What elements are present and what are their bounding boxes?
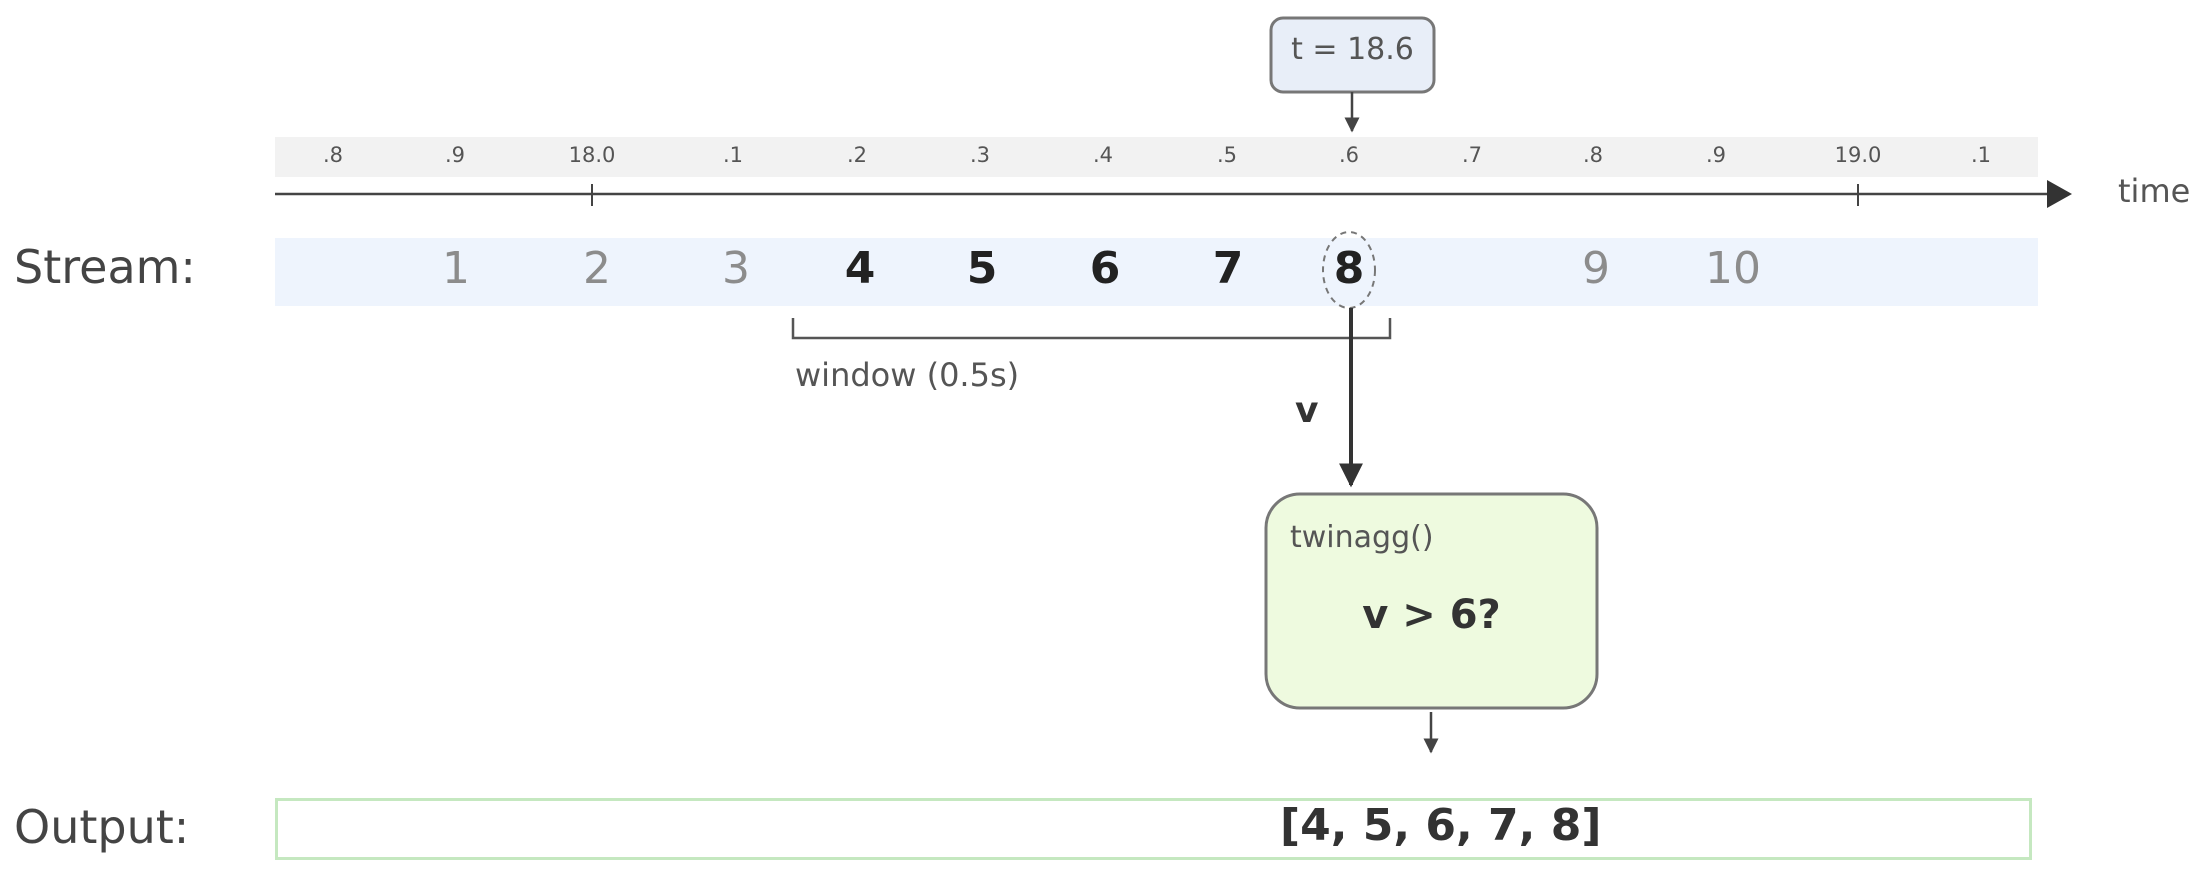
tick-label: 19.0 [1834, 143, 1882, 167]
stream-item: 10 [1705, 243, 1761, 294]
time-axis-arrowhead [2047, 180, 2072, 208]
stream-item: 4 [844, 243, 876, 294]
tick-label: .8 [1582, 143, 1604, 167]
stream-band [275, 238, 2038, 306]
tick-label: .8 [322, 143, 344, 167]
tick-label: .6 [1338, 143, 1360, 167]
function-name: twinagg() [1290, 520, 1434, 555]
tick-label: .1 [722, 143, 744, 167]
function-box [1264, 492, 1599, 710]
tick-label: .4 [1092, 143, 1114, 167]
stream-item: 6 [1089, 243, 1121, 294]
stream-item: 9 [1582, 243, 1610, 294]
window-bracket [791, 318, 1392, 340]
stream-item-current: 8 [1333, 243, 1365, 294]
tick-label: .7 [1461, 143, 1483, 167]
tick-band [275, 137, 2038, 177]
tick-label: .9 [1705, 143, 1727, 167]
function-condition: v > 6? [1362, 592, 1501, 638]
current-item-highlight [1322, 231, 1376, 309]
stream-item: 2 [583, 243, 611, 294]
window-label: window (0.5s) [795, 356, 1020, 394]
time-axis-label: time [2118, 172, 2191, 210]
time-indicator-label: t = 18.6 [1291, 32, 1414, 67]
tick-label: .3 [969, 143, 991, 167]
value-arrow-label: v [1295, 390, 1319, 431]
tick-label: 18.0 [568, 143, 616, 167]
stream-item: 5 [966, 243, 998, 294]
stream-item: 1 [442, 243, 470, 294]
stream-label: Stream: [14, 240, 196, 294]
stream-item: 7 [1212, 243, 1244, 294]
tick-label: .5 [1216, 143, 1238, 167]
tick-label: .2 [846, 143, 868, 167]
output-box [275, 798, 2032, 860]
stream-item: 3 [722, 243, 750, 294]
output-value: [4, 5, 6, 7, 8] [1280, 800, 1602, 851]
tick-label: .9 [444, 143, 466, 167]
tick-label: .1 [1970, 143, 1992, 167]
output-label: Output: [14, 800, 190, 854]
